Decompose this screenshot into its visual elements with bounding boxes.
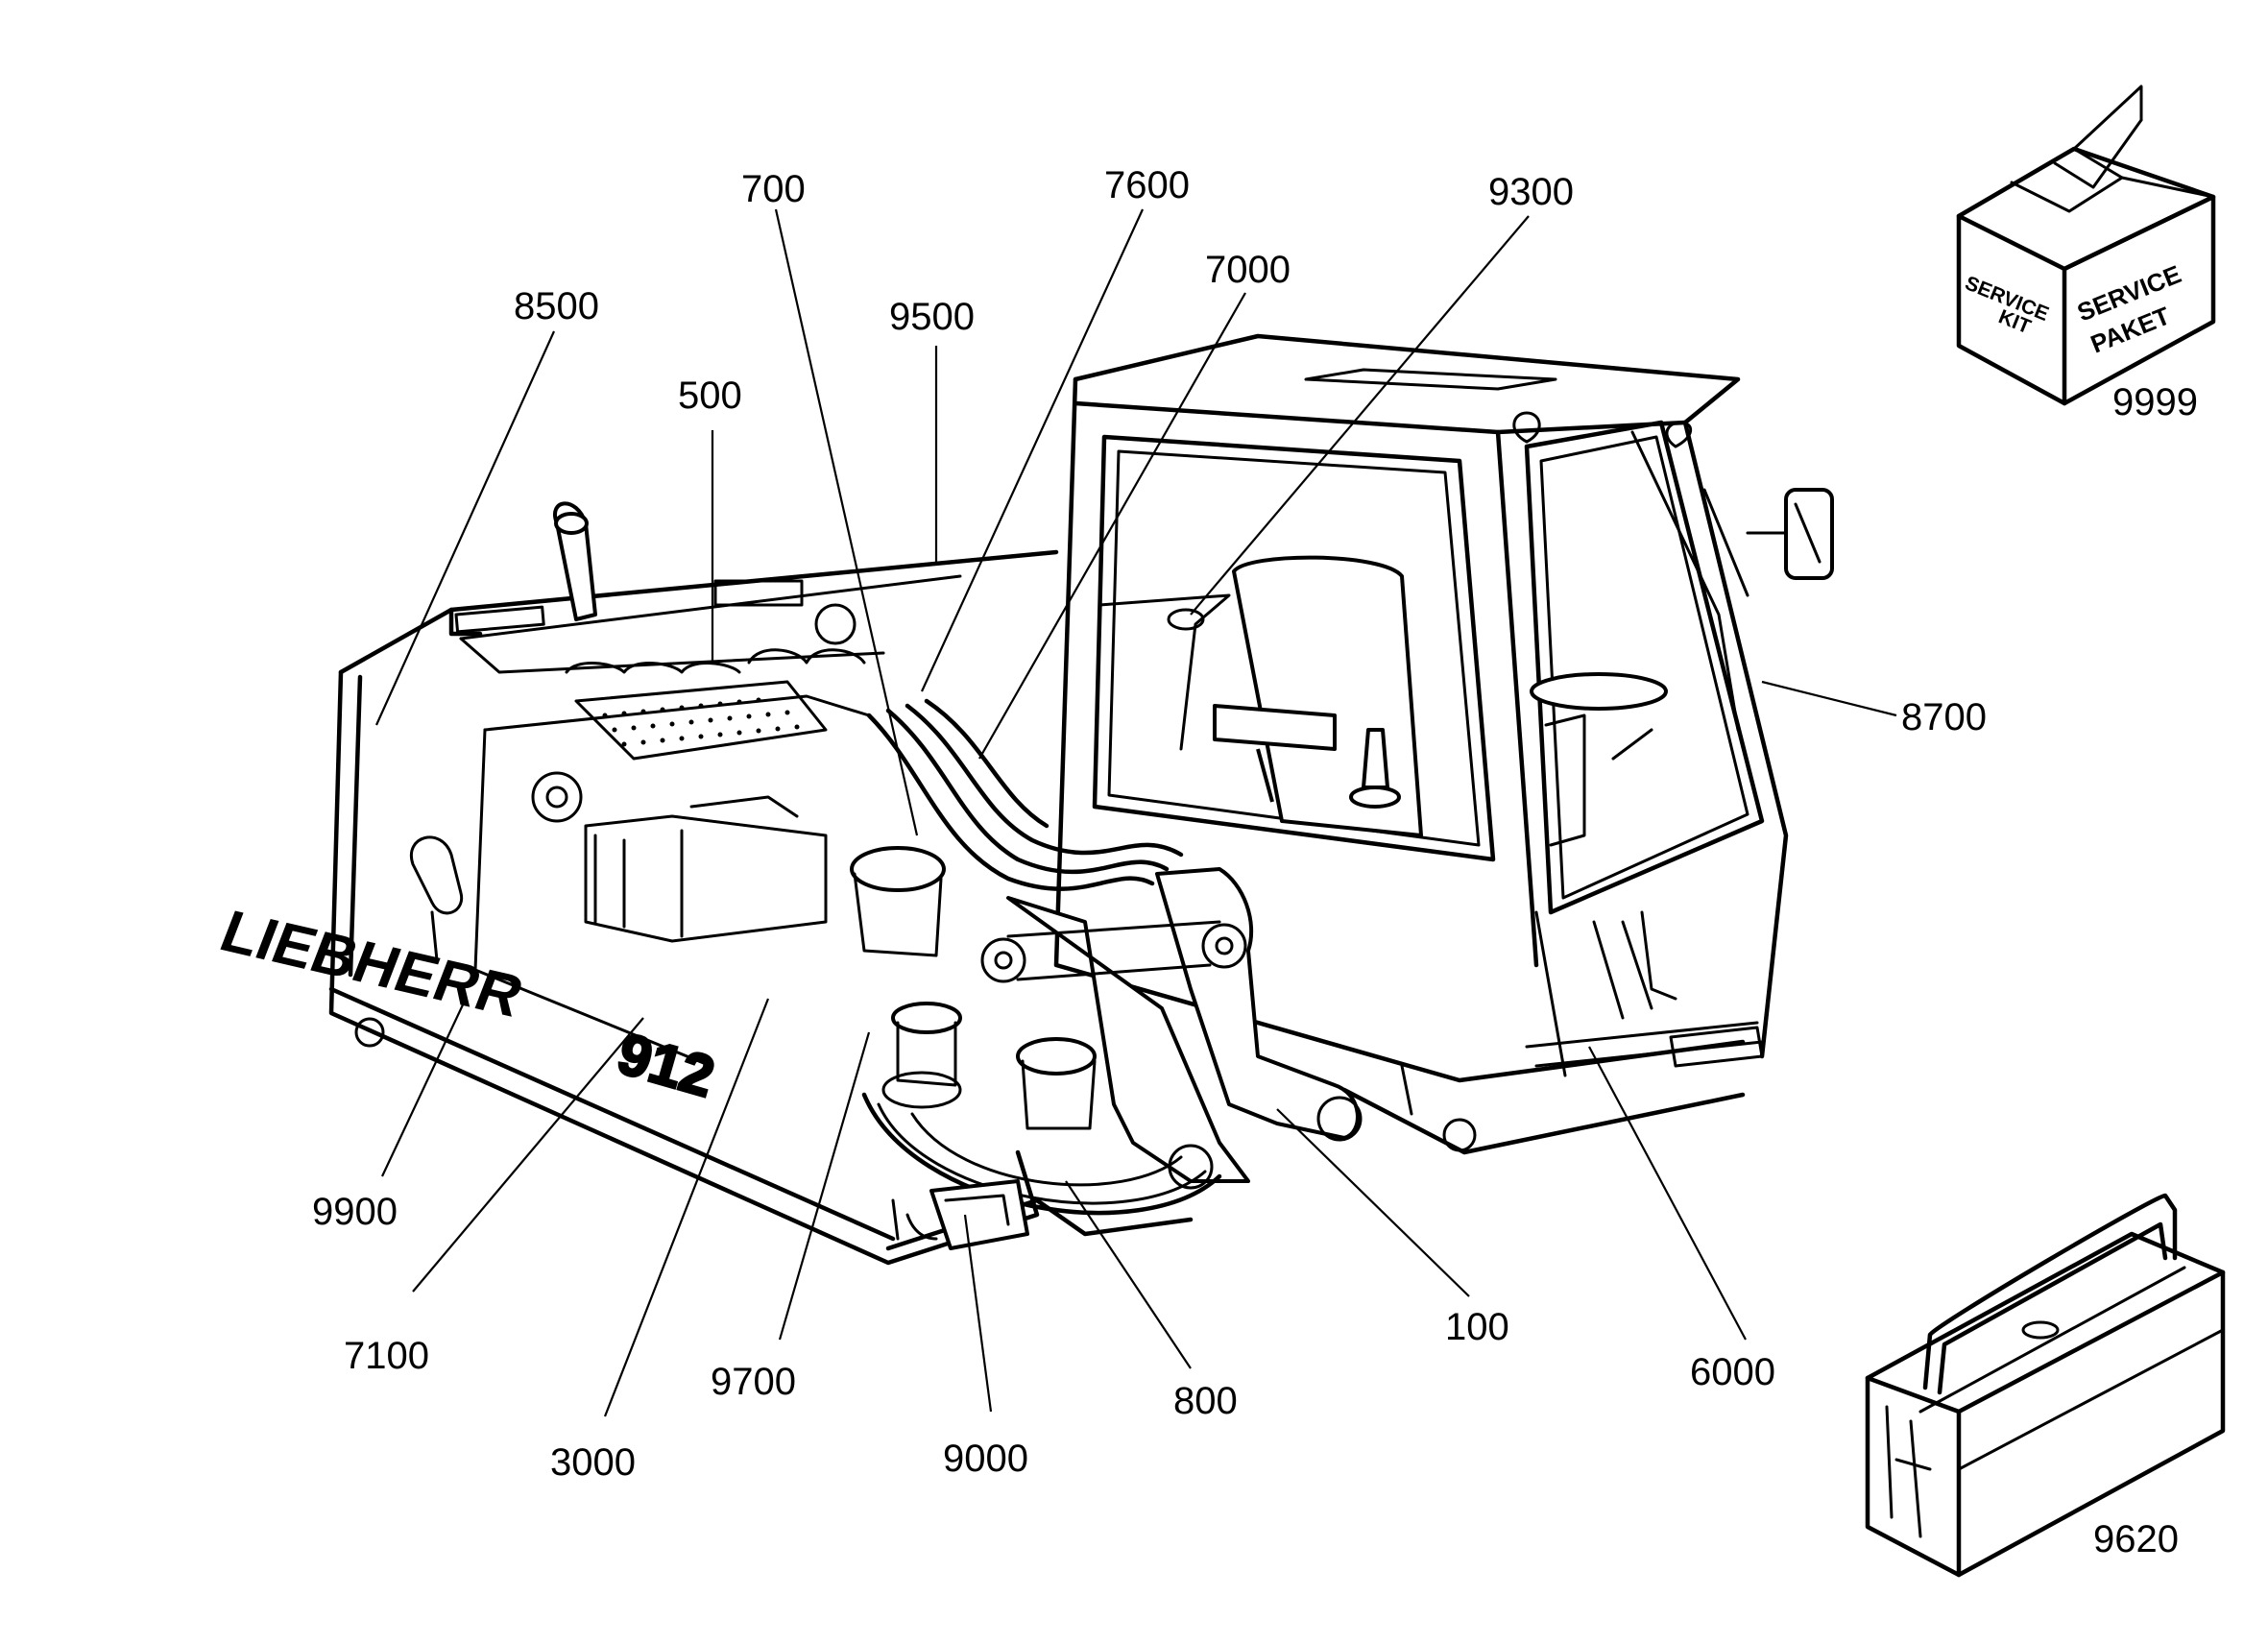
vent-grille [574, 680, 828, 761]
callout-8500: 8500 [514, 285, 599, 327]
slewing-ring-and-frame [861, 1064, 1746, 1251]
operator-cab [1053, 333, 1834, 1083]
callout-7600: 7600 [1104, 164, 1190, 206]
callout-9700: 9700 [711, 1361, 796, 1403]
excavator-upper-carriage [328, 501, 1477, 1266]
callout-500: 500 [678, 375, 742, 417]
callout-800: 800 [1173, 1380, 1238, 1422]
callout-3000: 3000 [550, 1441, 636, 1484]
callout-7100: 7100 [344, 1335, 429, 1377]
callout-8700: 8700 [1901, 696, 1987, 738]
callout-9300: 9300 [1488, 171, 1574, 213]
side-mirror [1746, 488, 1834, 580]
callout-9999: 9999 [2112, 381, 2198, 423]
callout-700: 700 [741, 168, 806, 210]
callout-6000: 6000 [1690, 1351, 1775, 1393]
callout-9900: 9900 [312, 1191, 398, 1233]
model-number: 912 [611, 1021, 721, 1109]
callout-9620: 9620 [2093, 1518, 2179, 1560]
service-kit-box: SERVICE KIT SERVICE PAKET [1956, 85, 2216, 406]
part-callouts: 700 7600 9300 7000 8500 9500 500 9999 87… [312, 164, 2198, 1560]
callout-100: 100 [1445, 1306, 1509, 1348]
toolbox [1865, 1193, 2226, 1578]
callout-9500: 9500 [889, 296, 975, 338]
callout-7000: 7000 [1205, 249, 1291, 291]
machine-logo: LIEBHERR 912 [211, 899, 722, 1110]
liebherr-logo: LIEBHERR [211, 899, 532, 1029]
callout-9000: 9000 [943, 1438, 1028, 1480]
leader-lines [374, 208, 1897, 1417]
